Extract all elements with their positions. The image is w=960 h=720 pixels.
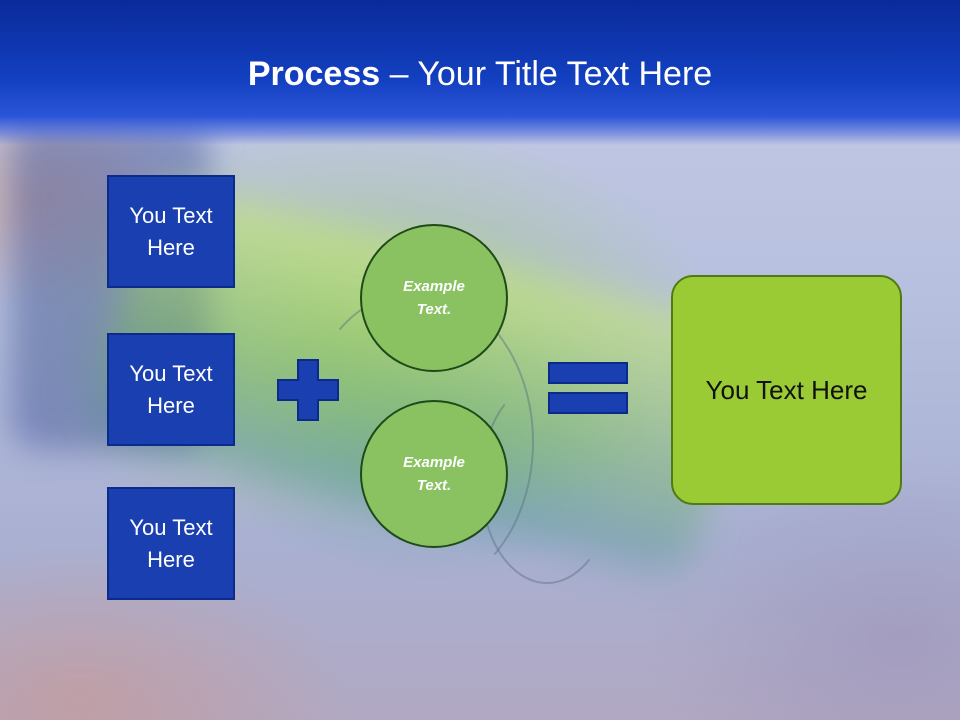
- plus-icon: [277, 359, 339, 421]
- left-text-box-2[interactable]: You Text Here: [107, 333, 235, 446]
- title-bold: Process: [247, 55, 381, 93]
- title-banner: [0, 0, 960, 145]
- example-circle-2-label: Example Text.: [403, 454, 465, 494]
- left-text-box-1[interactable]: You Text Here: [107, 175, 235, 288]
- result-box[interactable]: You Text Here: [671, 275, 902, 505]
- equals-icon: [548, 362, 628, 414]
- example-circle-2[interactable]: Example Text.: [360, 400, 508, 548]
- example-circle-1[interactable]: Example Text.: [360, 224, 508, 372]
- left-text-box-3[interactable]: You Text Here: [107, 487, 235, 600]
- example-circle-1-label: Example Text.: [403, 278, 465, 318]
- title-rest: – Your Title Text Here: [380, 55, 713, 93]
- slide-title[interactable]: Process – Your Title Text Here: [0, 52, 960, 96]
